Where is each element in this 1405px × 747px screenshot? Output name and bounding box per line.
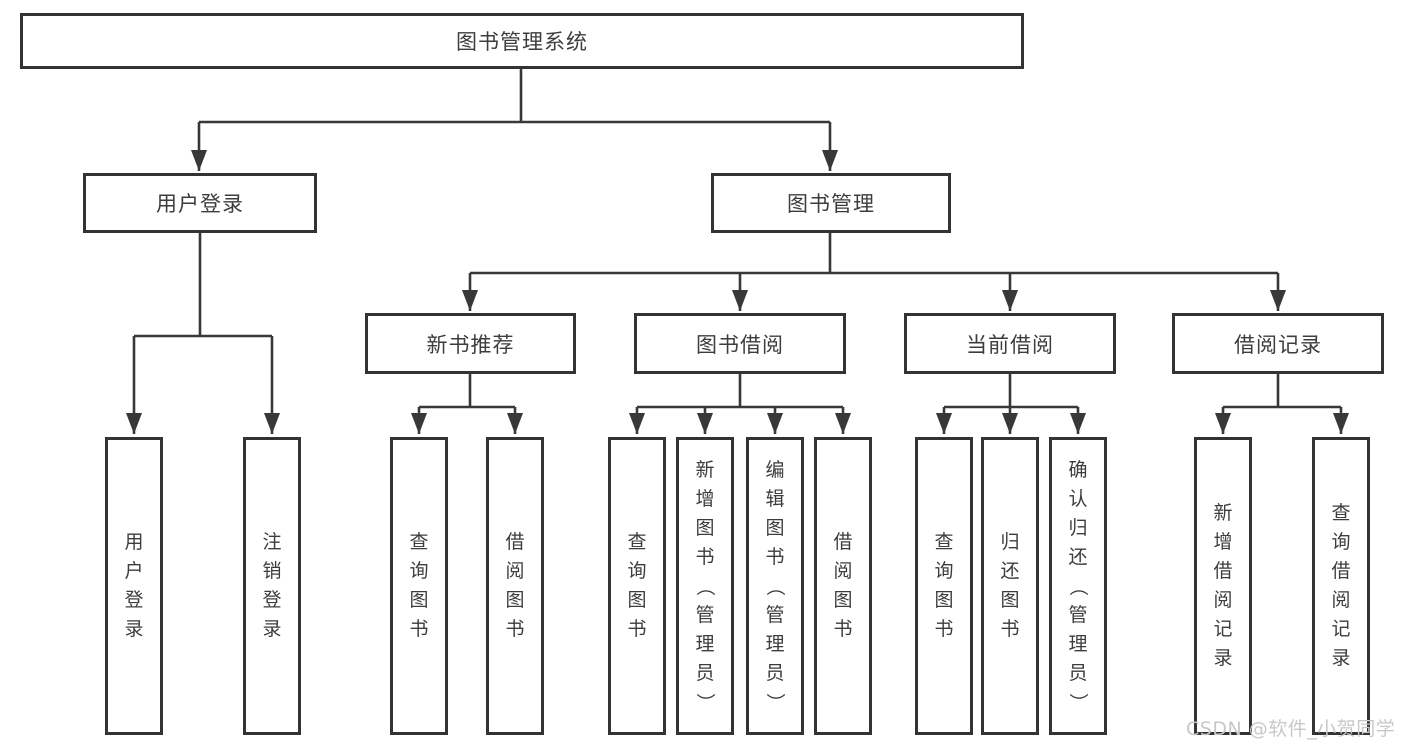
leaf-borrow-books-2-label: 借阅图书 — [833, 531, 853, 640]
leaf-user-login: 用户登录 — [105, 437, 163, 735]
node-book-borrowing: 图书借阅 — [634, 313, 846, 374]
node-new-book-recommend-label: 新书推荐 — [426, 332, 515, 357]
node-borrowing-records: 借阅记录 — [1172, 313, 1384, 374]
node-current-borrowing-label: 当前借阅 — [966, 332, 1054, 357]
node-root: 图书管理系统 — [20, 13, 1024, 69]
node-book-borrowing-label: 图书借阅 — [696, 332, 784, 357]
leaf-logout: 注销登录 — [243, 437, 301, 735]
leaf-confirm-return-admin-label: 确认归还（管理员） — [1067, 458, 1090, 712]
leaf-add-borrow-record-label: 新增借阅记录 — [1213, 502, 1233, 669]
leaf-query-books-1: 查询图书 — [390, 437, 448, 735]
leaf-query-borrow-record-label: 查询借阅记录 — [1331, 502, 1351, 669]
leaf-return-book: 归还图书 — [981, 437, 1039, 735]
leaf-query-books-1-label: 查询图书 — [409, 531, 429, 640]
leaf-add-book-admin: 新增图书（管理员） — [676, 437, 734, 735]
leaf-query-borrow-record: 查询借阅记录 — [1312, 437, 1370, 735]
leaf-confirm-return-admin: 确认归还（管理员） — [1049, 437, 1107, 735]
node-current-borrowing: 当前借阅 — [904, 313, 1116, 374]
leaf-add-book-admin-label: 新增图书（管理员） — [694, 458, 717, 712]
leaf-edit-book-admin: 编辑图书（管理员） — [746, 437, 804, 735]
leaf-query-books-3-label: 查询图书 — [934, 531, 954, 640]
leaf-borrow-books-1-label: 借阅图书 — [505, 531, 525, 640]
leaf-query-books-2: 查询图书 — [608, 437, 666, 735]
node-borrowing-records-label: 借阅记录 — [1234, 332, 1322, 357]
leaf-query-books-2-label: 查询图书 — [627, 531, 647, 640]
leaf-query-books-3: 查询图书 — [915, 437, 973, 735]
node-user-login: 用户登录 — [83, 173, 317, 233]
leaf-user-login-label: 用户登录 — [124, 531, 144, 640]
leaf-add-borrow-record: 新增借阅记录 — [1194, 437, 1252, 735]
node-new-book-recommend: 新书推荐 — [365, 313, 576, 374]
node-book-management: 图书管理 — [711, 173, 951, 233]
leaf-borrow-books-2: 借阅图书 — [814, 437, 872, 735]
leaf-return-book-label: 归还图书 — [1000, 531, 1020, 640]
node-root-label: 图书管理系统 — [456, 30, 588, 54]
node-book-management-label: 图书管理 — [787, 192, 875, 216]
leaf-borrow-books-1: 借阅图书 — [486, 437, 544, 735]
leaf-edit-book-admin-label: 编辑图书（管理员） — [764, 458, 787, 712]
watermark: CSDN @软件_小贺同学 — [1186, 718, 1396, 740]
node-user-login-label: 用户登录 — [156, 192, 244, 216]
leaf-logout-label: 注销登录 — [262, 531, 282, 640]
